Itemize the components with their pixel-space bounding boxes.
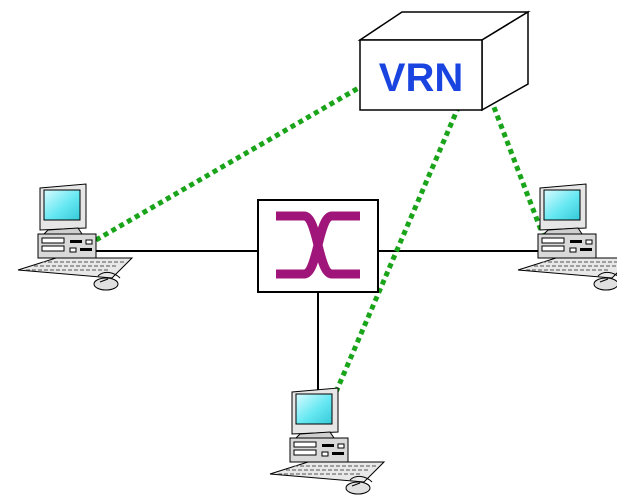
vrn-server: VRN [357, 10, 531, 112]
computer-right [517, 183, 617, 291]
computer-left [17, 183, 133, 291]
virtual-link-right-vrn [489, 101, 547, 239]
computer-bottom [269, 387, 385, 495]
virtual-link-left-vrn [94, 83, 364, 243]
switch-crossbar-icon [276, 211, 360, 279]
vrn-label: VRN [379, 56, 463, 100]
virtual-link-bottom-vrn [333, 107, 461, 393]
vrn-box-front [359, 39, 483, 111]
switch [257, 199, 379, 293]
